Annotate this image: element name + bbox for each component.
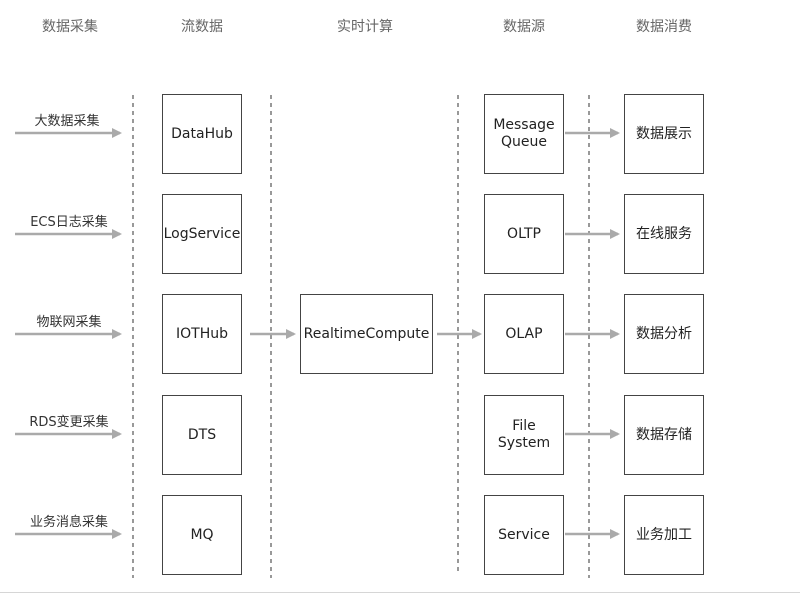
source-label-ecs-log: ECS日志采集 bbox=[30, 215, 108, 230]
stream-box-iothub: IOTHub bbox=[162, 294, 242, 374]
datasource-box-olap: OLAP bbox=[484, 294, 564, 374]
bottom-divider bbox=[0, 592, 800, 593]
consumer-box-display: 数据展示 bbox=[624, 94, 704, 174]
header-data-collection: 数据采集 bbox=[42, 19, 98, 35]
header-data-consumption: 数据消费 bbox=[636, 19, 692, 35]
header-data-source: 数据源 bbox=[503, 19, 545, 35]
consumer-box-analysis: 数据分析 bbox=[624, 294, 704, 374]
realtime-compute-box: RealtimeCompute bbox=[300, 294, 433, 374]
datasource-box-message-queue: Message Queue bbox=[484, 94, 564, 174]
consumer-box-online-service: 在线服务 bbox=[624, 194, 704, 274]
stream-box-mq: MQ bbox=[162, 495, 242, 575]
header-realtime-compute: 实时计算 bbox=[337, 19, 393, 35]
stream-box-datahub: DataHub bbox=[162, 94, 242, 174]
source-label-iot: 物联网采集 bbox=[36, 315, 102, 330]
datasource-box-oltp: OLTP bbox=[484, 194, 564, 274]
stream-box-logservice: LogService bbox=[162, 194, 242, 274]
consumer-box-business-processing: 业务加工 bbox=[624, 495, 704, 575]
source-label-rds: RDS变更采集 bbox=[29, 415, 109, 430]
source-label-business-msg: 业务消息采集 bbox=[29, 515, 108, 530]
datasource-box-file-system: File System bbox=[484, 395, 564, 475]
stream-box-dts: DTS bbox=[162, 395, 242, 475]
source-label-bigdata: 大数据采集 bbox=[34, 114, 100, 129]
header-stream-data: 流数据 bbox=[181, 19, 223, 35]
consumer-box-storage: 数据存储 bbox=[624, 395, 704, 475]
datasource-box-service: Service bbox=[484, 495, 564, 575]
